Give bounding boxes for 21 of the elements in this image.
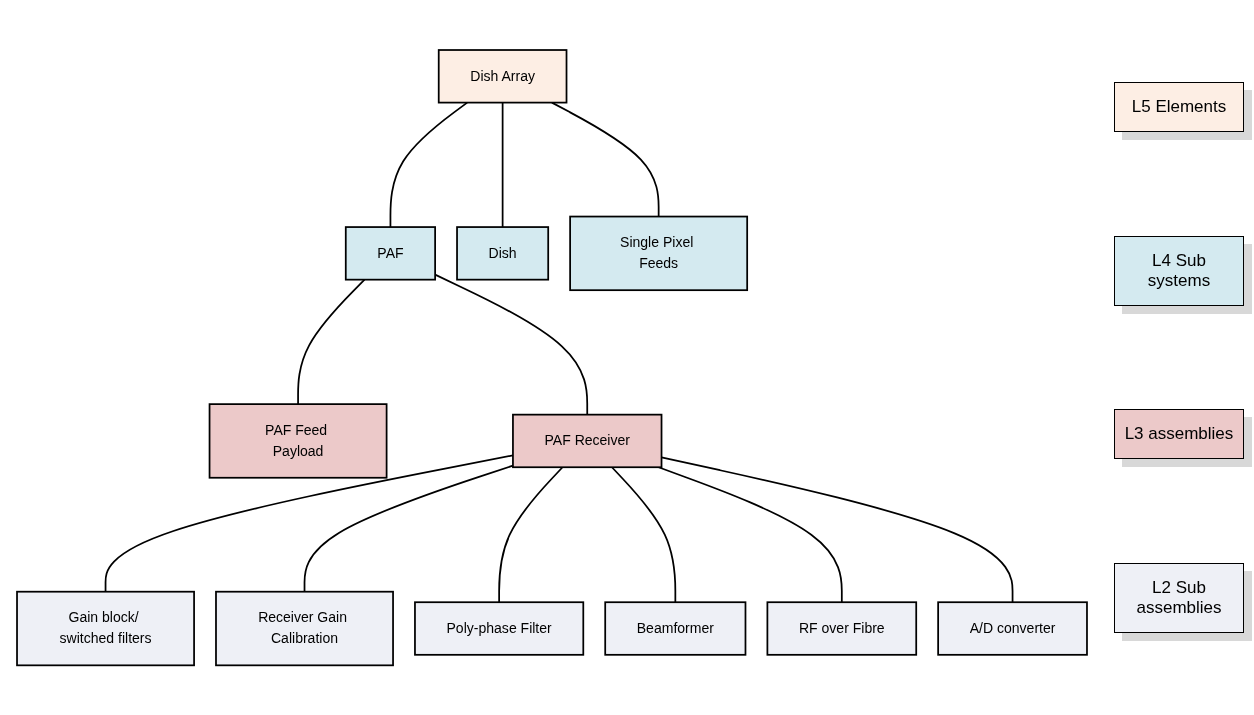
connector xyxy=(303,464,514,593)
node-box: Poly-phase Filter xyxy=(414,601,585,656)
node-box: PAF Receiver xyxy=(512,413,663,468)
node-box: A/D converter xyxy=(937,601,1088,656)
node-box: RF over Fibre xyxy=(766,601,918,656)
connector xyxy=(501,101,504,228)
node-box: Gain block/ switched filters xyxy=(16,590,195,667)
node-box: Dish xyxy=(456,226,550,281)
connector xyxy=(551,101,660,218)
connector xyxy=(611,466,677,603)
node-box: PAF Feed Payload xyxy=(208,403,388,479)
node-box: Dish Array xyxy=(437,48,568,104)
connector xyxy=(104,454,514,593)
node-box: Receiver Gain Calibration xyxy=(215,590,394,667)
node-box: PAF xyxy=(344,226,436,281)
connector xyxy=(389,101,469,228)
connector xyxy=(657,466,843,603)
node-box: Beamformer xyxy=(604,601,747,656)
connector xyxy=(498,466,564,603)
node-box: Single Pixel Feeds xyxy=(569,215,749,291)
connector xyxy=(297,278,366,405)
